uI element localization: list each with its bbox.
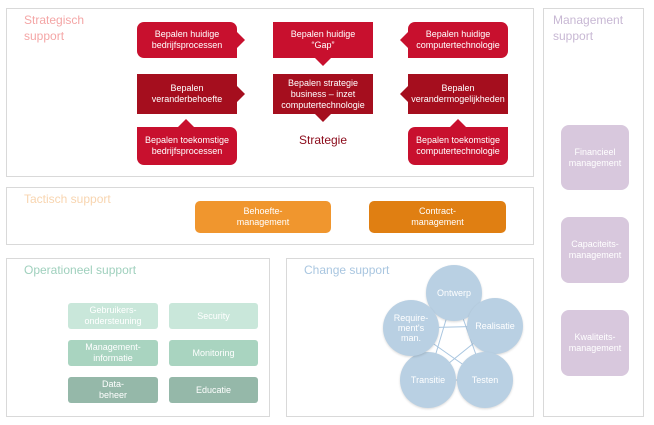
strategisch-support-title: Strategisch support [24, 13, 85, 43]
kwaliteits-management: Kwaliteits- management [561, 310, 629, 376]
arrow-up-toekomstige-bedrijfsprocessen [178, 119, 194, 127]
educatie: Educatie [169, 377, 258, 403]
management-informatie: Management- informatie [68, 340, 158, 366]
tactisch-support-title: Tactisch support [24, 192, 111, 206]
box-veranderbehoefte: Bepalen veranderbehoefte [137, 74, 237, 114]
operationeel-support-title: Operationeel support [24, 263, 137, 277]
arrow-down-strategie-business [315, 114, 331, 122]
cycle-requirements: Require- ment's man. [383, 300, 439, 356]
security: Security [169, 303, 258, 329]
behoefte-management: Behoefte- management [195, 201, 331, 233]
box-toekomstige-computertechnologie: Bepalen toekomstige computertechnologie [408, 127, 508, 165]
box-huidige-computertechnologie: Bepalen huidige computertechnologie [408, 22, 508, 58]
cycle-transitie: Transitie [400, 352, 456, 408]
box-huidige-bedrijfsprocessen: Bepalen huidige bedrijfsprocessen [137, 22, 237, 58]
strategie-label: Strategie [298, 133, 348, 147]
cycle-realisatie: Realisatie [467, 298, 523, 354]
financieel-management: Financieel management [561, 125, 629, 190]
management-support-title: Management support [553, 13, 624, 43]
box-huidige-gap: Bepalen huidige “Gap” [273, 22, 373, 58]
arrow-down-huidige-gap [315, 58, 331, 66]
arrow-right-veranderbehoefte [237, 86, 245, 102]
gebruikers-ondersteuning: Gebruikers- ondersteuning [68, 303, 158, 329]
box-strategie-business: Bepalen strategie business – inzet compu… [273, 74, 373, 114]
monitoring: Monitoring [169, 340, 258, 366]
cycle-testen: Testen [457, 352, 513, 408]
arrow-left-huidige-computertechnologie [400, 32, 408, 48]
contract-management: Contract- management [369, 201, 506, 233]
arrow-left-verandermogelijkheden [400, 86, 408, 102]
capaciteits-management: Capaciteits- management [561, 217, 629, 283]
box-verandermogelijkheden: Bepalen verandermogelijkheden [408, 74, 508, 114]
arrow-right-huidige-bedrijfsprocessen [237, 32, 245, 48]
data-beheer: Data- beheer [68, 377, 158, 403]
change-support-title: Change support [304, 263, 390, 277]
arrow-up-toekomstige-computertechnologie [450, 119, 466, 127]
box-toekomstige-bedrijfsprocessen: Bepalen toekomstige bedrijfsprocessen [137, 127, 237, 165]
